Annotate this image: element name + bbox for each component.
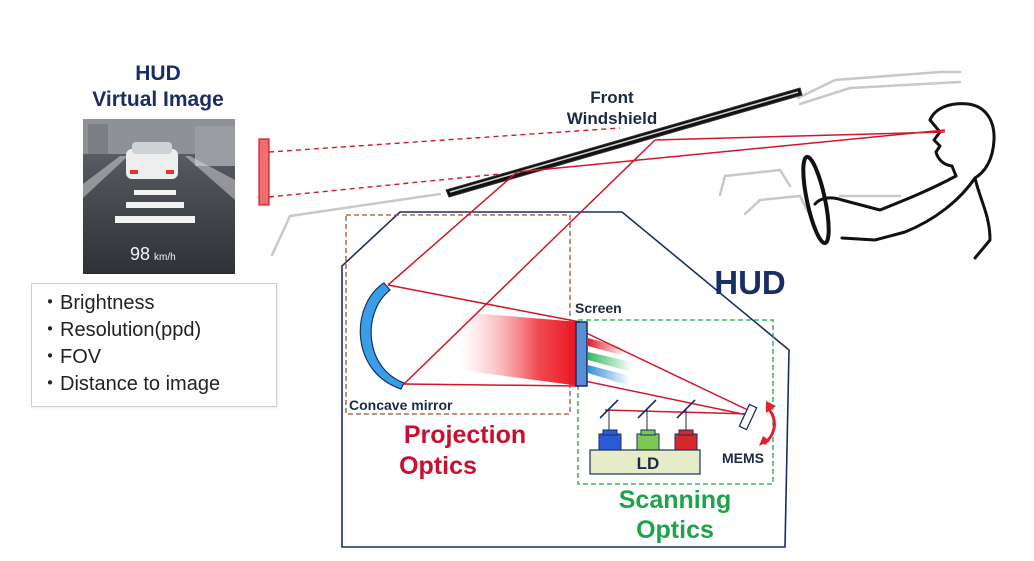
virtual-ray-bottom (268, 171, 521, 198)
list-item: Resolution(ppd) (46, 317, 276, 344)
windshield-label-line1: Front (590, 88, 634, 107)
ld-label: LD (637, 454, 660, 473)
scanning-optics-box (577, 319, 774, 485)
laser-diodes (598, 429, 698, 451)
mems-label: MEMS (722, 450, 764, 466)
scanning-optics-label-line1: Scanning (619, 486, 732, 514)
list-item: Brightness (46, 290, 276, 317)
concave-mirror (359, 282, 405, 390)
concave-mirror-label: Concave mirror (349, 397, 453, 413)
projection-optics-label-line1: Projection (404, 421, 526, 449)
projection-optics-box (345, 214, 571, 415)
list-item: Distance to image (46, 371, 276, 398)
steering-wheel-icon (801, 154, 831, 246)
virtual-image-title: HUD (135, 62, 181, 85)
mems-mirror (738, 403, 758, 431)
windshield-label-line2: Windshield (567, 109, 658, 128)
list-item: FOV (46, 344, 276, 371)
driver-icon (813, 102, 996, 260)
virtual-image-subtitle: Virtual Image (92, 88, 224, 111)
car-outline (270, 70, 962, 257)
hud-title: HUD (714, 264, 786, 301)
scanning-optics-label-line2: Optics (636, 516, 714, 544)
virtual-image-plane (258, 138, 270, 206)
lead-car-icon (126, 142, 178, 179)
screen-label: Screen (575, 300, 622, 316)
virtual-image-photo: 98 km/h (83, 119, 235, 274)
screen (575, 321, 588, 387)
hud-housing (341, 211, 790, 548)
dichroic-mirrors (599, 399, 696, 432)
projection-cone (460, 312, 580, 386)
speed-unit: km/h (154, 252, 176, 263)
virtual-ray-top (268, 127, 621, 153)
speed-value: 98 (130, 244, 150, 264)
beam-lines (387, 129, 946, 417)
image-quality-list: Brightness Resolution(ppd) FOV Distance … (31, 283, 277, 407)
ld-base (589, 449, 701, 475)
projection-optics-label-line2: Optics (399, 452, 477, 480)
